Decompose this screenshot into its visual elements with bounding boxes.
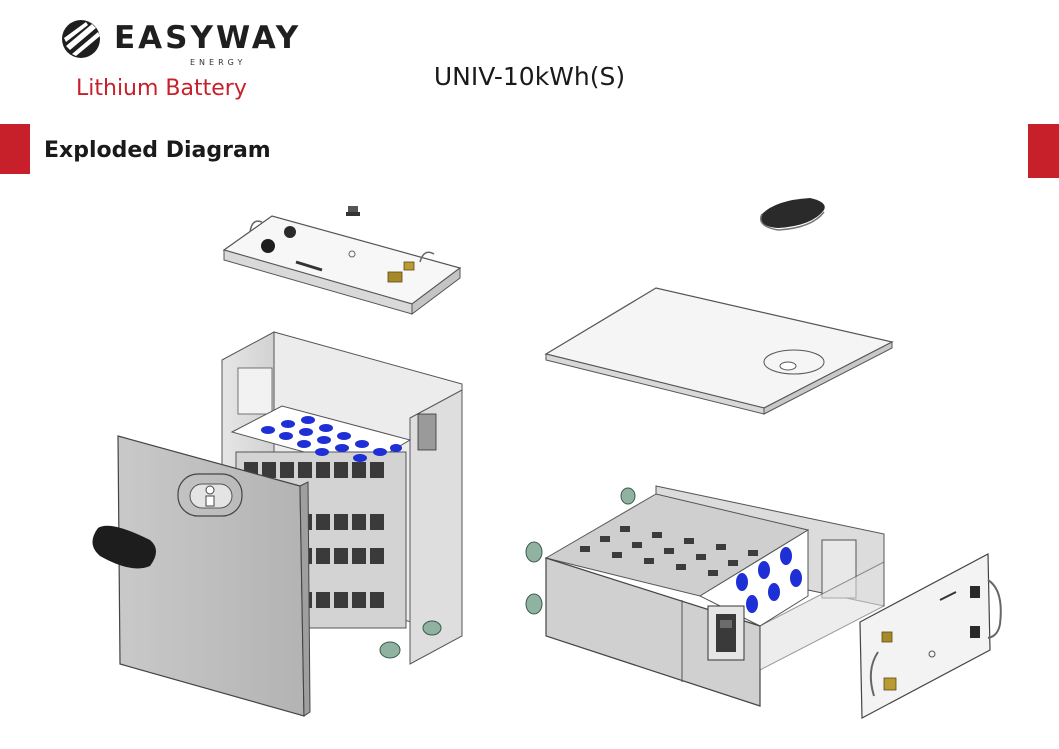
accent-bar-right — [1028, 124, 1059, 178]
brand-logo: EASYWAY ENERGY Lithium Battery — [58, 14, 298, 104]
left-front-door — [117, 435, 311, 717]
page-title: UNIV-10kWh(S) — [433, 62, 626, 91]
right-side-panel — [859, 553, 1002, 719]
section-title: Exploded Diagram — [44, 138, 271, 163]
brand-sub: ENERGY — [190, 58, 247, 67]
brand-name: EASYWAY — [114, 20, 302, 56]
right-chassis — [525, 485, 885, 707]
right-top-cover-button — [760, 198, 825, 231]
logo-mark-icon — [62, 20, 100, 58]
brand-tagline: Lithium Battery — [76, 76, 247, 101]
right-top-cover — [544, 287, 894, 415]
left-top-knob — [346, 206, 360, 216]
left-door-handle — [92, 525, 156, 569]
left-top-lid — [222, 215, 462, 315]
accent-bar-left — [0, 124, 30, 174]
